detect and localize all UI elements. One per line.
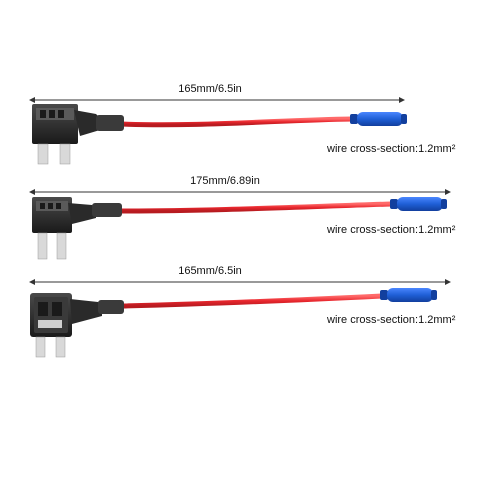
butt-connector-1 <box>350 112 407 126</box>
butt-connector-3 <box>380 288 437 302</box>
fuse-tap-3: 165mm/6.5in wire cross-section:1.2mm² <box>29 265 456 358</box>
wire-spec-label-1: wire cross-section:1.2mm² <box>326 143 456 155</box>
fuse-tap-1: 165mm/6.5in wire cross-sectio <box>29 83 456 165</box>
wire-spec-label-2: wire cross-section:1.2mm² <box>326 224 456 236</box>
length-label-3: 165mm/6.5in <box>178 265 242 277</box>
fuse-holder-1 <box>32 104 124 165</box>
length-label-2: 175mm/6.89in <box>190 175 260 187</box>
red-wire-1 <box>117 116 355 128</box>
fuse-holder-3 <box>30 293 124 358</box>
length-label-1: 165mm/6.5in <box>178 83 242 95</box>
fuse-tap-2: 175mm/6.89in wire cross-section:1.2mm² <box>29 175 456 260</box>
wire-spec-label-3: wire cross-section:1.2mm² <box>326 314 456 326</box>
fuse-holder-2 <box>32 197 122 260</box>
red-wire-3 <box>119 293 385 309</box>
butt-connector-2 <box>390 197 447 211</box>
red-wire-2 <box>117 201 395 214</box>
